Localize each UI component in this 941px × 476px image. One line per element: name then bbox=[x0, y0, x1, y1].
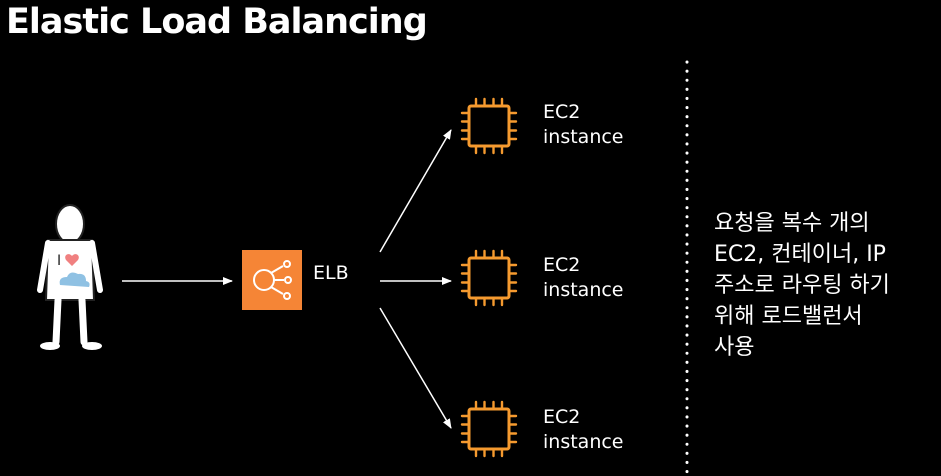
arrow-elb-to-instance-3 bbox=[379, 307, 452, 429]
ec2-chip-icon bbox=[460, 97, 518, 155]
ec2-label-line1: EC2 bbox=[543, 406, 581, 428]
page-title: Elastic Load Balancing bbox=[6, 2, 428, 42]
ec2-label-line2: instance bbox=[543, 126, 624, 148]
note-line: 요청을 복수 개의 bbox=[714, 211, 870, 236]
ec2-instance-label-1: EC2 instance bbox=[543, 100, 624, 150]
elb-icon bbox=[242, 250, 302, 310]
shirt-text: I bbox=[57, 253, 61, 269]
note-line: EC2, 컨테이너, IP bbox=[714, 242, 886, 267]
ec2-label-line2: instance bbox=[543, 431, 624, 453]
ec2-label-line1: EC2 bbox=[543, 101, 581, 123]
ec2-chip-icon bbox=[460, 400, 518, 458]
ec2-label-line2: instance bbox=[543, 279, 624, 301]
ec2-instance-label-2: EC2 instance bbox=[543, 253, 624, 303]
note-line: 주소로 라우팅 하기 bbox=[714, 273, 890, 298]
note-line: 사용 bbox=[714, 335, 755, 360]
ec2-chip-icon bbox=[460, 249, 518, 307]
ec2-label-line1: EC2 bbox=[543, 254, 581, 276]
user-love-icon: I bbox=[37, 204, 103, 350]
arrow-elb-to-instance-1 bbox=[379, 129, 452, 253]
note-line: 위해 로드밸런서 bbox=[714, 304, 863, 329]
ec2-instance-label-3: EC2 instance bbox=[543, 405, 624, 455]
description-note: 요청을 복수 개의 EC2, 컨테이너, IP 주소로 라우팅 하기 위해 로드… bbox=[714, 208, 936, 363]
elb-label: ELB bbox=[313, 262, 349, 284]
